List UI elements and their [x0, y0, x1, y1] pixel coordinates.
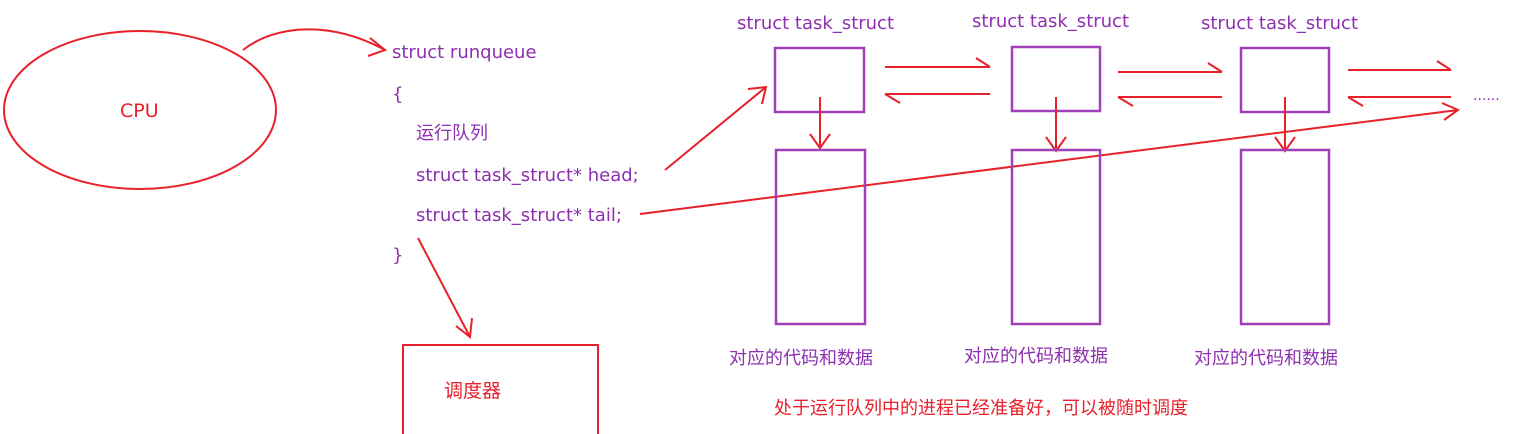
runqueue-close-brace: }	[392, 245, 403, 266]
cpu-label: CPU	[120, 100, 159, 122]
task-2-title: struct task_struct	[972, 11, 1129, 32]
link-2-3-backward-head	[1117, 96, 1134, 107]
runqueue-caption: 处于运行队列中的进程已经准备好，可以被随时调度	[774, 398, 1188, 419]
task-1-data-box	[774, 148, 867, 326]
runqueue-open-brace: {	[392, 84, 403, 105]
scheduler-box	[402, 344, 599, 434]
task-3-data-box	[1239, 148, 1331, 326]
cpu-to-runqueue-arrow	[242, 28, 386, 51]
task-2-data-label: 对应的代码和数据	[964, 346, 1108, 367]
task-2-data-box	[1010, 148, 1102, 326]
runqueue-comment: 运行队列	[416, 123, 488, 144]
tail-pointer-arrow	[639, 109, 1459, 215]
tail-pointer-arrowhead	[1441, 102, 1461, 121]
task-1-title: struct task_struct	[737, 13, 894, 34]
runqueue-to-scheduler-arrowhead	[455, 317, 473, 339]
link-3-more-forward-head	[1436, 60, 1452, 71]
scheduler-label: 调度器	[444, 380, 501, 402]
link-2-3-forward-head	[1207, 62, 1223, 73]
task-3-title: struct task_struct	[1201, 13, 1358, 34]
runqueue-declaration: struct runqueue	[392, 42, 537, 63]
task-1-data-label: 对应的代码和数据	[729, 348, 873, 369]
cpu-ellipse	[3, 30, 277, 190]
task-1-down-arrowhead	[809, 133, 831, 150]
cpu-to-runqueue-arrowhead	[367, 37, 388, 57]
task-3-data-label: 对应的代码和数据	[1194, 348, 1338, 369]
runqueue-head-field: struct task_struct* head;	[416, 165, 639, 186]
runqueue-tail-field: struct task_struct* tail;	[416, 205, 622, 226]
runqueue-to-scheduler-arrow	[417, 237, 471, 338]
link-1-2-forward-head	[975, 57, 991, 68]
link-1-2-backward-head	[884, 93, 901, 104]
more-tasks-ellipsis: ......	[1473, 88, 1500, 104]
head-pointer-arrowhead	[747, 85, 768, 105]
link-3-more-backward-head	[1347, 96, 1364, 107]
head-pointer-arrow	[664, 86, 767, 171]
